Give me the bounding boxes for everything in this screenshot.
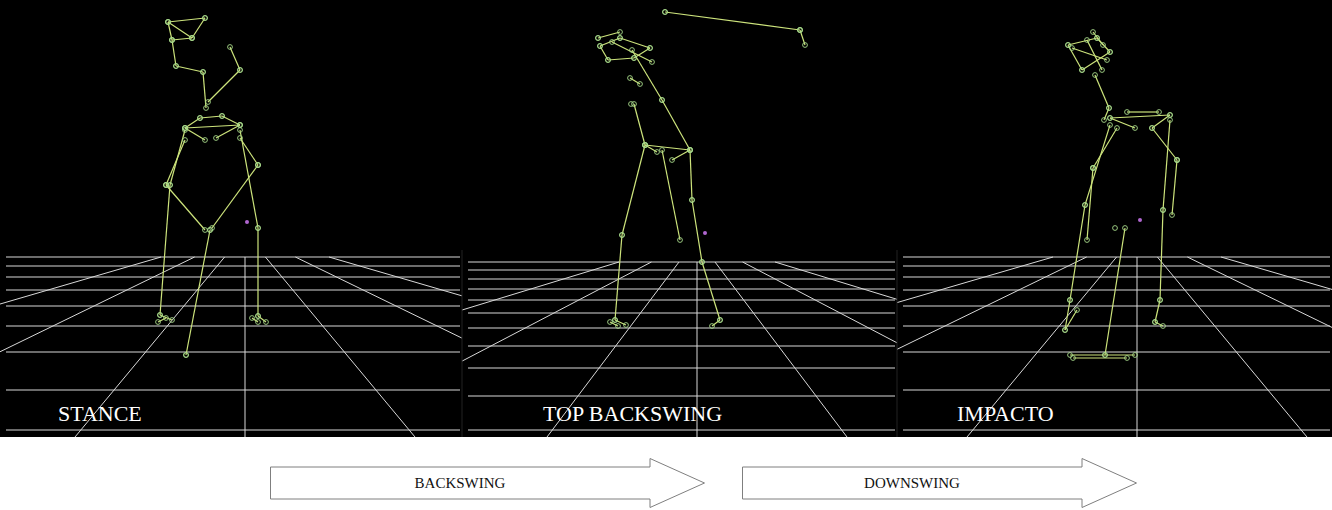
- phase-panel: TOP BACKSWING: [462, 0, 897, 437]
- phase-arrow: DOWNSWING: [742, 458, 1137, 508]
- panel-ground: [0, 0, 1332, 437]
- stick-figure: [596, 10, 808, 329]
- phase-label: TOP BACKSWING: [543, 403, 722, 425]
- phase-label: IMPACTO: [957, 403, 1054, 425]
- phase-label: STANCE: [58, 403, 142, 425]
- centre-of-mass-marker: [703, 231, 707, 235]
- centre-of-mass-marker: [1138, 218, 1142, 222]
- arrow-label: BACKSWING: [415, 476, 506, 491]
- phase-panel: IMPACTO: [897, 0, 1332, 437]
- phase-panel: STANCE: [0, 0, 462, 437]
- phase-arrow: BACKSWING: [270, 458, 705, 508]
- floor-grid: [47, 262, 1332, 437]
- floor-grid: [437, 257, 1332, 437]
- stick-figure: [1063, 30, 1180, 361]
- centre-of-mass-marker: [245, 220, 249, 224]
- floor-grid: [0, 257, 945, 437]
- stick-figure: [156, 16, 269, 358]
- arrow-label: DOWNSWING: [864, 476, 960, 491]
